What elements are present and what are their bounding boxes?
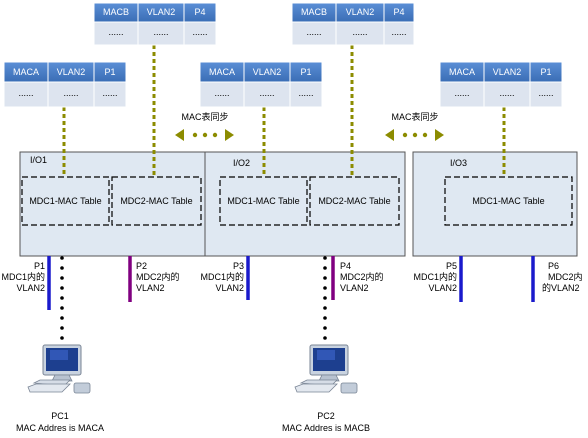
io2-mdc1-table-label: MDC1-MAC Table: [227, 196, 300, 206]
io1-mdc2-table-label: MDC2-MAC Table: [120, 196, 193, 206]
port-p4-desc1: MDC2内的: [340, 272, 384, 282]
table-cell: ......: [108, 27, 124, 37]
pc2-name: PC2: [317, 411, 335, 421]
table-header-cell: VLAN2: [345, 7, 375, 17]
pc2-caption: MAC Addres is MACB: [281, 423, 371, 433]
table-cell: ......: [63, 88, 79, 98]
table-header-cell: MACA: [208, 67, 235, 77]
table-header-cell: VLAN2: [56, 67, 86, 77]
pc1-computer-icon: [27, 344, 91, 394]
table-header-cell: P1: [540, 67, 552, 77]
io2-label: I/O2: [233, 158, 251, 168]
sync-label-right: MAC表同步: [391, 112, 439, 122]
table-header-cell: P4: [393, 7, 405, 17]
mac-table-top-left: [93, 2, 217, 46]
port-p3-name: P3: [232, 261, 244, 271]
io2-mdc1-table-box: [219, 176, 308, 226]
port-p3-desc2: VLAN2: [215, 283, 244, 293]
table-cell: ......: [454, 88, 470, 98]
io2-module: [204, 151, 406, 257]
port-p1-desc1: MDC1内的: [1, 272, 45, 282]
table-cell: ......: [499, 88, 515, 98]
port-p4-desc2: VLAN2: [340, 283, 369, 293]
io2-mdc2-table-label: MDC2-MAC Table: [318, 196, 391, 206]
port-p3-desc1: MDC1内的: [200, 272, 244, 282]
table-cell: ......: [214, 88, 230, 98]
table-header-cell: P1: [300, 67, 312, 77]
port-p5-name: P5: [445, 261, 457, 271]
port-p6-desc2: 的VLAN2: [542, 283, 580, 293]
port-p1-desc2: VLAN2: [16, 283, 45, 293]
table-header-cell: MACB: [300, 7, 327, 17]
table-cell: ......: [352, 27, 368, 37]
sync-arrow-left: [175, 129, 234, 141]
pc1-name: PC1: [51, 411, 69, 421]
port-p2-desc2: VLAN2: [136, 283, 165, 293]
mac-table-mid-1: [3, 61, 127, 108]
port-p6-desc1: MDC2内: [548, 272, 583, 282]
io3-mdc1-table-label: MDC1-MAC Table: [472, 196, 545, 206]
io3-module: [412, 151, 578, 257]
table-connectors: [62, 45, 506, 177]
io2-mdc2-table-box: [309, 176, 400, 226]
io1-mdc1-table-label: MDC1-MAC Table: [29, 196, 102, 206]
io1-mdc1-table-box: [21, 176, 110, 226]
table-header-cell: MACA: [448, 67, 475, 77]
table-header-cell: MACB: [102, 7, 129, 17]
mac-table-top-right: [291, 2, 415, 46]
io3-label: I/O3: [450, 158, 468, 168]
mac-table-mid-2: [199, 61, 323, 108]
sync-label-left: MAC表同步: [181, 112, 229, 122]
port-p1-name: P1: [33, 261, 45, 271]
io1-mdc2-table-box: [111, 176, 202, 226]
table-header-cell: P1: [104, 67, 116, 77]
table-cell: ......: [259, 88, 275, 98]
pc1-path-dots: [60, 256, 64, 340]
table-cell: ......: [306, 27, 322, 37]
port-p2-desc1: MDC2内的: [136, 272, 180, 282]
table-cell: ......: [298, 88, 314, 98]
table-header-cell: P4: [194, 7, 206, 17]
port-p2-name: P2: [136, 261, 148, 271]
table-header-cell: MACA: [12, 67, 39, 77]
table-cell: ......: [192, 27, 208, 37]
pc2-path-dots: [323, 256, 327, 340]
port-p5-desc1: MDC1内的: [413, 272, 457, 282]
table-cell: ......: [102, 88, 118, 98]
port-p5-desc2: VLAN2: [428, 283, 457, 293]
table-cell: ......: [18, 88, 34, 98]
table-cell: ......: [538, 88, 554, 98]
port-p4-name: P4: [340, 261, 352, 271]
pc2-computer-icon: [294, 344, 358, 394]
io1-label: I/O1: [30, 155, 48, 165]
table-header-cell: VLAN2: [492, 67, 522, 77]
mac-table-mid-3: [439, 61, 563, 108]
table-cell: ......: [153, 27, 169, 37]
io3-mdc1-table-box: [444, 176, 573, 226]
table-cell: ......: [391, 27, 407, 37]
sync-arrow-right: [385, 129, 444, 141]
table-header-cell: VLAN2: [146, 7, 176, 17]
port-p6-name: P6: [548, 261, 560, 271]
table-header-cell: VLAN2: [252, 67, 282, 77]
pc1-caption: MAC Addres is MACA: [15, 423, 105, 433]
